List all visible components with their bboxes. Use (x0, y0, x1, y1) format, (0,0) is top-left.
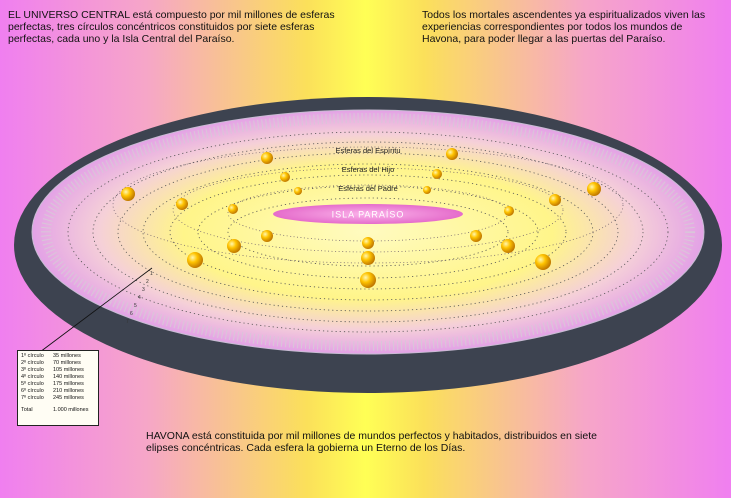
legend-worlds: 70 millones (53, 360, 81, 366)
son-sphere (361, 251, 375, 265)
spirit-sphere (587, 182, 601, 196)
legend-circle: 5º círculo (21, 381, 44, 387)
legend-circle: 7º círculo (21, 395, 44, 401)
legend-worlds: 245 millones (53, 395, 84, 401)
legend-circle: 6º círculo (21, 388, 44, 394)
son-sphere (432, 169, 442, 179)
circuit-marker: 5 (134, 303, 137, 309)
legend-circle: 4º círculo (21, 374, 44, 380)
son-sphere (227, 239, 241, 253)
circuit-legend: 1º círculo 35 millones 2º círculo 70 millo… (17, 350, 99, 426)
legend-total-row: Total 1.000 millones (21, 407, 95, 414)
father-sphere (423, 186, 431, 194)
son-spheres-label: Esferas del Hijo (342, 165, 395, 174)
son-orbit (172, 167, 564, 253)
spirit-spheres-label: Esferas del Espíritu (335, 146, 400, 155)
ascendant-mortals-description: Todos los mortales ascendentes ya espiri… (422, 9, 706, 45)
father-sphere (362, 237, 374, 249)
legend-circle: 2º círculo (21, 360, 44, 366)
father-sphere (504, 206, 514, 216)
father-sphere (470, 230, 482, 242)
legend-row: 2º círculo 70 millones (21, 360, 95, 367)
legend-row: 6º círculo 210 millones (21, 388, 95, 395)
son-sphere (176, 198, 188, 210)
circuit-marker: 4 (138, 295, 141, 301)
legend-worlds: 210 millones (53, 388, 84, 394)
circuit-marker: 3 (142, 287, 145, 293)
legend-worlds: 105 millones (53, 367, 84, 373)
paradise-island (273, 204, 463, 224)
spirit-sphere (261, 152, 273, 164)
spheres (121, 148, 601, 288)
legend-circle: 3º círculo (21, 367, 44, 373)
outer-world-band (41, 113, 695, 351)
spirit-sphere (360, 272, 376, 288)
legend-total-label: Total (21, 407, 33, 413)
son-sphere (501, 239, 515, 253)
spirit-sphere (446, 148, 458, 160)
spirit-sphere (121, 187, 135, 201)
father-sphere (228, 204, 238, 214)
legend-pointer-line (39, 267, 153, 353)
circuit-1 (227, 197, 509, 267)
legend-total-value: 1.000 millones (53, 407, 89, 413)
father-sphere (261, 230, 273, 242)
legend-row: 7º círculo 245 millones (21, 395, 95, 402)
paradise-island-label: ISLA PARAÍSO (332, 210, 405, 220)
son-sphere (280, 172, 290, 182)
legend-row: 1º círculo 35 millones (21, 353, 95, 360)
spirit-sphere (535, 254, 551, 270)
circuit-marker: 6 (130, 311, 133, 317)
circuit-7 (67, 131, 669, 333)
legend-worlds: 140 millones (53, 374, 84, 380)
son-sphere (549, 194, 561, 206)
circuit-6 (92, 141, 644, 323)
circuit-5 (117, 152, 619, 312)
legend-row: 5º círculo 175 millones (21, 381, 95, 388)
circuit-markers: 1 2 3 4 5 6 7 (126, 271, 153, 325)
legend-circle: 1º círculo (21, 353, 44, 359)
father-sphere (294, 187, 302, 195)
central-universe-description: EL UNIVERSO CENTRAL está compuesto por m… (8, 9, 335, 45)
legend-worlds: 175 millones (53, 381, 84, 387)
legend-worlds: 35 millones (53, 353, 81, 359)
legend-row: 4º círculo 140 millones (21, 374, 95, 381)
spirit-orbit (112, 146, 624, 264)
circuit-3 (169, 174, 567, 290)
father-spheres-label: Esferas del Padre (338, 184, 398, 193)
disc-surface (31, 109, 705, 355)
circuit-marker: 7 (126, 319, 129, 325)
circuit-marker: 1 (150, 271, 153, 277)
circuit-2 (197, 185, 539, 279)
spirit-sphere (187, 252, 203, 268)
havona-description: HAVONA está constituida por mil millones… (146, 430, 597, 454)
legend-row: 3º círculo 105 millones (21, 367, 95, 374)
circuit-marker: 2 (146, 279, 149, 285)
